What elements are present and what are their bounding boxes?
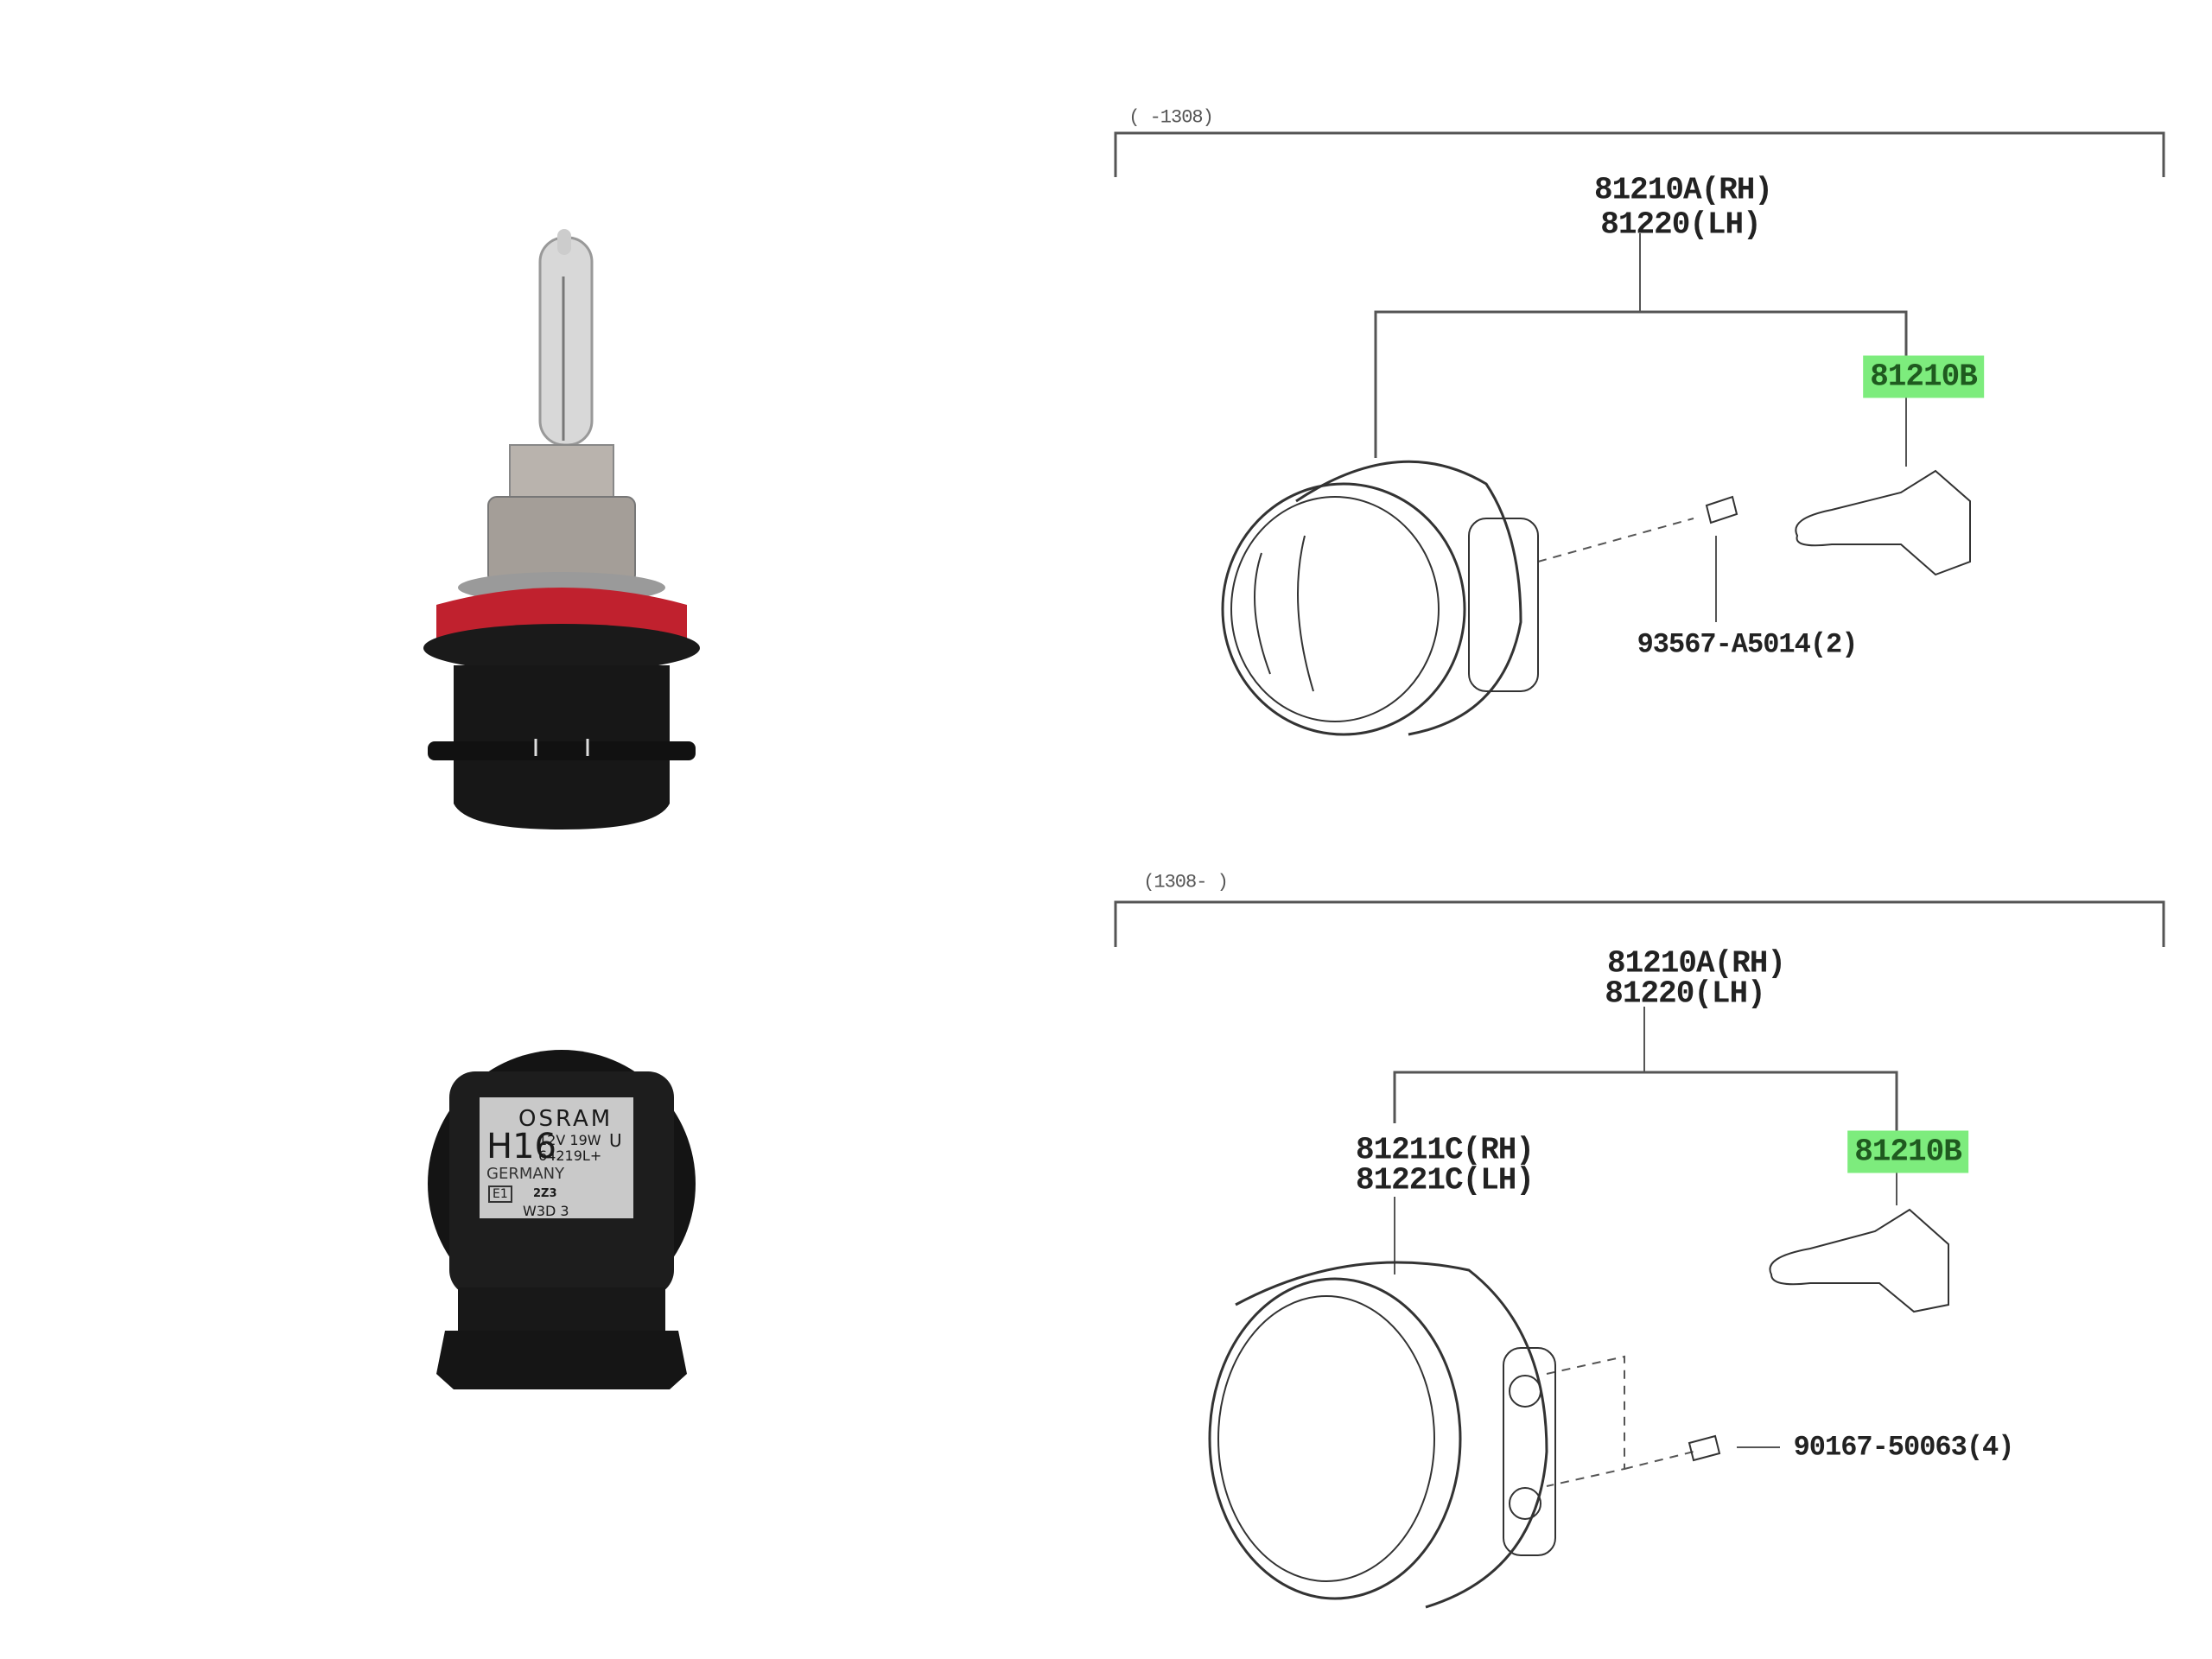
housing-rh-label: 81211C(RH) (1355, 1132, 1535, 1168)
screw-part-label-bottom: 90167-50063(4) (1793, 1431, 2015, 1464)
range-label-bottom: (1308- ) (1143, 871, 1229, 893)
assembly-rh-label-bottom: 81210A(RH) (1606, 945, 1786, 982)
bulb-label: OSRAM H16 12V 19W U 64219L+ GERMANY E1 2… (480, 1097, 633, 1219)
bulb-rating: 12V 19W (538, 1132, 601, 1148)
bulb-approval: E1 (488, 1185, 512, 1203)
bulb-origin: GERMANY (486, 1165, 565, 1183)
bulb-photo-side (423, 229, 700, 830)
bulb-type: H16 (486, 1127, 556, 1166)
housing-lh-label: 81221C(LH) (1355, 1162, 1535, 1198)
assembly-lh-label-bottom: 81220(LH) (1605, 976, 1765, 1012)
bulb-part-label-bottom[interactable]: 81210B (1847, 1130, 1968, 1173)
bulb-part-label-top[interactable]: 81210B (1863, 355, 1984, 398)
fog-lamp-drawing-top (1221, 460, 1971, 736)
assembly-lh-label-top: 81220(LH) (1600, 207, 1761, 243)
bulb-part-code: 64219L+ (538, 1147, 602, 1164)
screw-part-label-top: 93567-A5014(2) (1637, 628, 1859, 661)
diagram-top-lines (1114, 131, 2165, 622)
assembly-rh-label-top: 81210A(RH) (1593, 172, 1773, 208)
bulb-batch: 2Z3 (533, 1187, 557, 1200)
diagram-bottom-lines (1114, 900, 2165, 1487)
brand-text: OSRAM (518, 1106, 613, 1132)
fog-lamp-drawing-bottom (1208, 1208, 1949, 1609)
bulb-code: W3D 3 (523, 1203, 569, 1219)
bulb-mark: U (609, 1130, 622, 1151)
range-label-top: ( -1308) (1128, 106, 1214, 129)
